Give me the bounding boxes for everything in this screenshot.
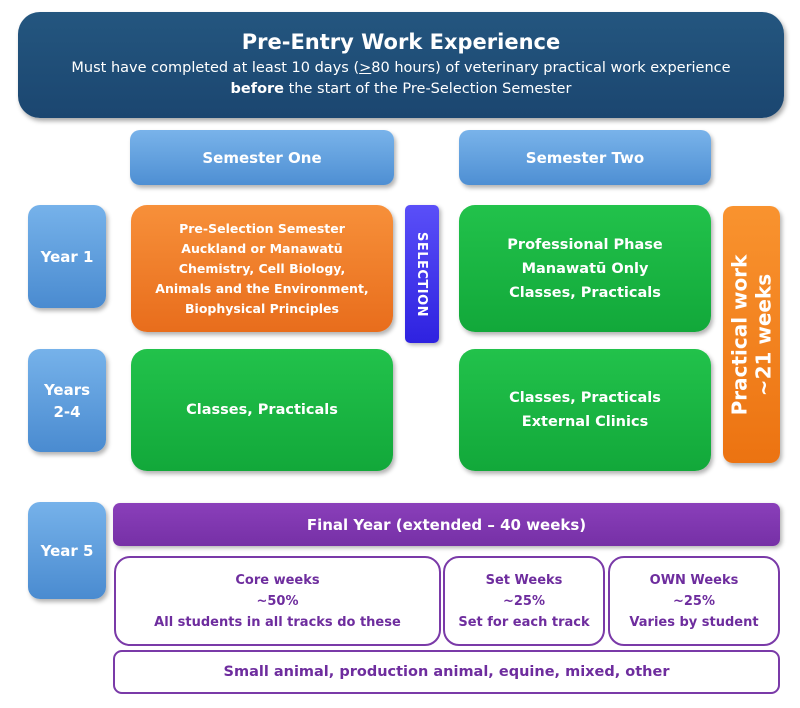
preselection-line: Auckland or Manawatū [181, 240, 343, 256]
set-weeks-box: Set Weeks ~25% Set for each track [443, 556, 605, 646]
practical-work-label: Practical work ~21 weeks [728, 254, 776, 415]
preselection-line: Animals and the Environment, [155, 280, 369, 296]
own-weeks-box: OWN Weeks ~25% Varies by student [608, 556, 780, 646]
tracks-box: Small animal, production animal, equine,… [113, 650, 780, 694]
semester-two-header: Semester Two [459, 130, 711, 185]
header-title: Pre-Entry Work Experience [241, 30, 561, 54]
header-subtitle: Must have completed at least 10 days (>8… [71, 58, 730, 100]
header-sub-part1: Must have completed at least 10 days ( [71, 60, 360, 76]
selection-bar: SELECTION [405, 205, 439, 343]
header-sub-part2: 80 hours) of veterinary practical work e… [371, 60, 731, 76]
year-5-label: Year 5 [28, 502, 106, 599]
years-2-4-label: Years 2-4 [28, 349, 106, 452]
own-weeks-title: OWN Weeks [649, 572, 739, 588]
years24-sem2-line: External Clinics [521, 414, 649, 430]
preselection-line: Chemistry, Cell Biology, [178, 260, 346, 276]
header-sub-ge: > [359, 60, 372, 76]
core-weeks-percent: ~50% [256, 593, 299, 609]
own-weeks-percent: ~25% [672, 593, 715, 609]
professional-phase-block: Professional Phase Manawatū Only Classes… [459, 205, 711, 332]
set-weeks-title: Set Weeks [485, 572, 563, 588]
years-2-4-semester-one-block: Classes, Practicals [131, 349, 393, 471]
professional-line: Classes, Practicals [509, 284, 661, 301]
pre-entry-header: Pre-Entry Work Experience Must have comp… [18, 12, 784, 118]
year-1-label: Year 1 [28, 205, 106, 308]
preselection-line: Pre-Selection Semester [179, 220, 345, 236]
pre-selection-semester-block: Pre-Selection Semester Auckland or Manaw… [131, 205, 393, 332]
professional-line: Manawatū Only [521, 260, 649, 277]
years-2-4-semester-two-block: Classes, Practicals External Clinics [459, 349, 711, 471]
final-year-bar: Final Year (extended – 40 weeks) [113, 503, 780, 546]
core-weeks-box: Core weeks ~50% All students in all trac… [114, 556, 441, 646]
preselection-line: Biophysical Principles [185, 300, 339, 316]
selection-label: SELECTION [414, 231, 430, 317]
header-sub-bold: before [230, 81, 285, 97]
set-weeks-percent: ~25% [502, 593, 545, 609]
core-weeks-title: Core weeks [235, 572, 320, 588]
semester-one-header: Semester One [130, 130, 394, 185]
professional-line: Professional Phase [507, 236, 663, 253]
years24-sem2-line: Classes, Practicals [509, 390, 661, 406]
practical-work-bar: Practical work ~21 weeks [723, 206, 780, 463]
set-weeks-desc: Set for each track [458, 614, 590, 630]
practical-work-line1: Practical work [727, 254, 752, 415]
years-2-4-line2: 2-4 [53, 402, 81, 421]
core-weeks-desc: All students in all tracks do these [154, 614, 401, 630]
header-sub-part3: the start of the Pre-Selection Semester [284, 81, 572, 97]
years-2-4-line1: Years [43, 380, 91, 399]
practical-work-line2: ~21 weeks [751, 273, 776, 396]
own-weeks-desc: Varies by student [629, 614, 759, 630]
